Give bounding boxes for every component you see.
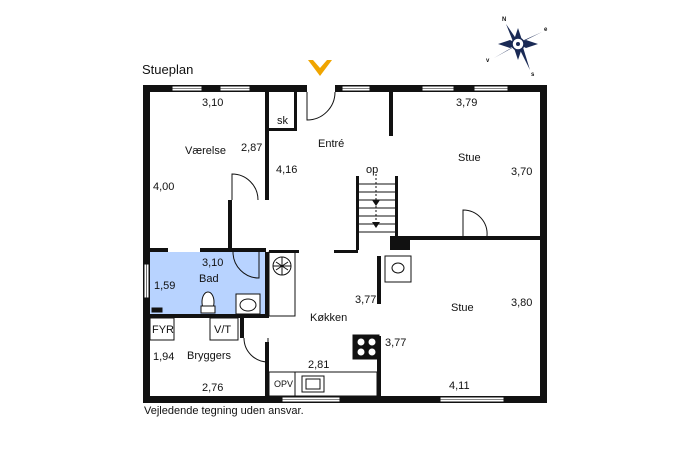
entrance-door bbox=[306, 91, 336, 121]
stove-icon bbox=[352, 334, 380, 360]
dim-stue-bottom-width: 4,11 bbox=[449, 380, 470, 392]
room-label-entre: Entré bbox=[318, 138, 344, 150]
interior-doors bbox=[231, 173, 488, 363]
dim-bryggers-depth: 1,94 bbox=[153, 351, 174, 363]
room-label-sk: sk bbox=[277, 115, 289, 127]
compass-n-label: N bbox=[502, 17, 506, 23]
room-label-bryggers: Bryggers bbox=[187, 350, 232, 362]
stue-sink bbox=[384, 255, 412, 283]
vt-box bbox=[209, 317, 239, 341]
kitchen-sink-icon bbox=[301, 375, 325, 393]
room-label-bad: Bad bbox=[199, 273, 219, 285]
stair-arrow-icon-2 bbox=[372, 222, 380, 228]
room-label-opv: OPV bbox=[274, 379, 293, 389]
entrance-arrow-icon bbox=[308, 60, 332, 76]
dim-koekken-depth-right: 3,77 bbox=[385, 337, 406, 349]
dim-stue-bottom-depth: 3,80 bbox=[511, 297, 532, 309]
room-label-vaerelse: Værelse bbox=[185, 145, 226, 157]
compass-e-label: e bbox=[544, 27, 548, 33]
fyr-box bbox=[149, 317, 175, 341]
room-label-koekken: Køkken bbox=[310, 312, 347, 324]
disclaimer-note: Vejledende tegning uden ansvar. bbox=[144, 405, 304, 417]
room-label-op: op bbox=[366, 164, 378, 176]
dim-entre-depth: 4,16 bbox=[276, 164, 297, 176]
compass-rose-icon: N e s v bbox=[486, 17, 548, 78]
room-label-vt: V/T bbox=[214, 324, 231, 336]
bath-fixtures bbox=[151, 291, 261, 315]
dim-koekken-width: 2,81 bbox=[308, 359, 329, 371]
compass-s-label: s bbox=[531, 72, 535, 78]
room-label-fyr: FYR bbox=[152, 324, 174, 336]
dim-bryggers-width: 2,76 bbox=[202, 382, 223, 394]
dim-bad-depth: 1,59 bbox=[154, 280, 175, 292]
dim-vaerelse-width: 3,10 bbox=[202, 97, 223, 109]
dim-bad-width: 3,10 bbox=[202, 257, 223, 269]
dim-vaerelse-depth: 4,00 bbox=[153, 181, 174, 193]
dim-koekken-depth-left: 3,77 bbox=[355, 294, 376, 306]
plan-title: Stueplan bbox=[142, 62, 193, 77]
compass-v-label: v bbox=[486, 58, 490, 64]
interior-walls bbox=[150, 92, 540, 396]
kitchen-fixtures bbox=[268, 251, 380, 397]
room-label-stue-top: Stue bbox=[458, 152, 481, 164]
room-label-stue-bottom: Stue bbox=[451, 302, 474, 314]
dim-sk-depth: 2,87 bbox=[241, 142, 262, 154]
stair-arrow-icon bbox=[372, 200, 380, 206]
dim-stue-top-depth: 3,70 bbox=[511, 166, 532, 178]
dim-stue-top-width: 3,79 bbox=[456, 97, 477, 109]
